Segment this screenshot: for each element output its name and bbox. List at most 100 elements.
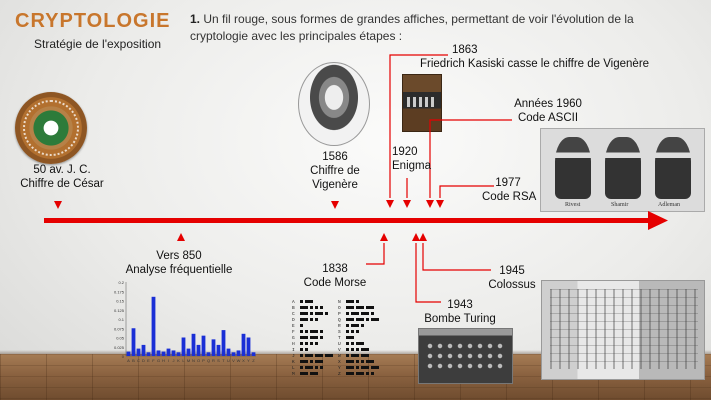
morse-symbol bbox=[310, 342, 313, 345]
event-label: Chiffre de César bbox=[20, 178, 104, 190]
freq-bar bbox=[176, 352, 181, 356]
freq-letter: D bbox=[142, 358, 145, 363]
event-label: Vigenère bbox=[312, 179, 358, 191]
morse-symbol bbox=[300, 300, 303, 303]
morse-symbol bbox=[320, 366, 323, 369]
morse-symbol bbox=[310, 312, 313, 315]
morse-symbol bbox=[346, 324, 349, 327]
person-silhouette bbox=[655, 137, 691, 199]
freq-letter: H bbox=[162, 358, 165, 363]
morse-letter: W bbox=[338, 353, 341, 359]
freq-letter: O bbox=[197, 358, 200, 363]
event-morse: 1838 Code Morse bbox=[302, 262, 368, 290]
morse-symbol bbox=[346, 318, 354, 321]
event-freq: Vers 850 Analyse fréquentielle bbox=[118, 249, 240, 277]
morse-symbol bbox=[300, 336, 308, 339]
page-subtitle: Stratégie de l'exposition bbox=[34, 37, 162, 51]
morse-symbol bbox=[310, 318, 313, 321]
morse-symbol bbox=[346, 300, 354, 303]
morse-letter: Z bbox=[338, 371, 341, 376]
morse-symbol bbox=[371, 366, 379, 369]
morse-codes bbox=[300, 300, 379, 375]
freq-bar bbox=[131, 328, 136, 356]
morse-symbol bbox=[346, 312, 349, 315]
connector-turing bbox=[415, 243, 441, 303]
freq-bar bbox=[141, 344, 146, 356]
morse-symbol bbox=[356, 366, 359, 369]
connector-kasiski bbox=[389, 54, 448, 198]
morse-letter: K bbox=[292, 359, 295, 365]
morse-symbol bbox=[356, 348, 359, 351]
morse-letter: B bbox=[292, 305, 295, 311]
freq-y-tick: 0.05 bbox=[116, 336, 125, 341]
morse-symbol bbox=[346, 348, 349, 351]
morse-letter: S bbox=[338, 329, 341, 335]
morse-symbol bbox=[325, 354, 333, 357]
freq-letter: Y bbox=[247, 358, 250, 363]
event-date: 1863 bbox=[452, 44, 478, 56]
morse-symbol bbox=[300, 348, 303, 351]
freq-letter: U bbox=[227, 358, 230, 363]
morse-symbol bbox=[300, 312, 308, 315]
morse-letter: H bbox=[292, 341, 295, 347]
morse-symbol bbox=[310, 372, 318, 375]
intro-number: 1. bbox=[190, 12, 201, 26]
morse-symbol bbox=[346, 372, 354, 375]
event-kasiski: 1863 Friedrich Kasiski casse le chiffre … bbox=[420, 43, 710, 71]
morse-symbol bbox=[320, 336, 323, 339]
morse-symbol bbox=[351, 324, 359, 327]
morse-letter: R bbox=[338, 323, 341, 329]
freq-letter: I bbox=[168, 358, 169, 363]
morse-symbol bbox=[310, 336, 318, 339]
timeline-arrowhead bbox=[648, 211, 668, 230]
morse-symbol bbox=[300, 342, 303, 345]
morse-symbol bbox=[356, 300, 359, 303]
morse-letter: X bbox=[338, 359, 341, 365]
morse-symbol bbox=[366, 306, 374, 309]
freq-y-tick: 0.125 bbox=[114, 308, 125, 313]
morse-symbol bbox=[361, 312, 369, 315]
freq-bar bbox=[206, 352, 211, 356]
morse-symbol bbox=[325, 312, 328, 315]
morse-letter: T bbox=[338, 335, 341, 341]
event-date: 1977 bbox=[495, 177, 521, 189]
event-turing: 1943 Bombe Turing bbox=[418, 298, 502, 326]
morse-symbol bbox=[300, 360, 308, 363]
freq-letter: G bbox=[157, 358, 160, 363]
morse-symbol bbox=[356, 330, 359, 333]
morse-symbol bbox=[351, 330, 354, 333]
freq-bar bbox=[226, 348, 231, 356]
freq-bars bbox=[126, 296, 256, 356]
morse-symbol bbox=[356, 372, 364, 375]
morse-symbol bbox=[315, 342, 318, 345]
rsa-name-adleman: Adleman bbox=[658, 202, 680, 208]
event-label: Analyse fréquentielle bbox=[125, 264, 233, 276]
morse-symbol bbox=[361, 360, 364, 363]
freq-bar bbox=[246, 337, 251, 356]
freq-letter: E bbox=[147, 358, 150, 363]
morse-letter: Q bbox=[338, 317, 341, 323]
freq-letter: K bbox=[177, 358, 180, 363]
morse-letter: U bbox=[338, 341, 341, 347]
tick-turing bbox=[412, 233, 420, 241]
intro-body: Un fil rouge, sous formes de grandes aff… bbox=[190, 12, 634, 43]
freq-letter: T bbox=[222, 358, 225, 363]
event-label: Enigma bbox=[392, 160, 431, 172]
morse-letter: A bbox=[292, 299, 295, 305]
event-label: Bombe Turing bbox=[424, 313, 496, 325]
morse-symbol bbox=[315, 366, 318, 369]
morse-symbol bbox=[305, 348, 308, 351]
morse-symbol bbox=[366, 318, 369, 321]
freq-letter: Z bbox=[252, 358, 255, 363]
page-title: CRYPTOLOGIE bbox=[15, 10, 171, 32]
freq-letter: F bbox=[152, 358, 155, 363]
event-label: Colossus bbox=[488, 279, 536, 291]
intro-text: 1. Un fil rouge, sous formes de grandes … bbox=[190, 11, 690, 45]
freq-bar bbox=[201, 335, 206, 356]
person-silhouette bbox=[555, 137, 591, 199]
timeline-bar bbox=[44, 218, 652, 223]
freq-y-tick: 0.175 bbox=[114, 289, 125, 294]
